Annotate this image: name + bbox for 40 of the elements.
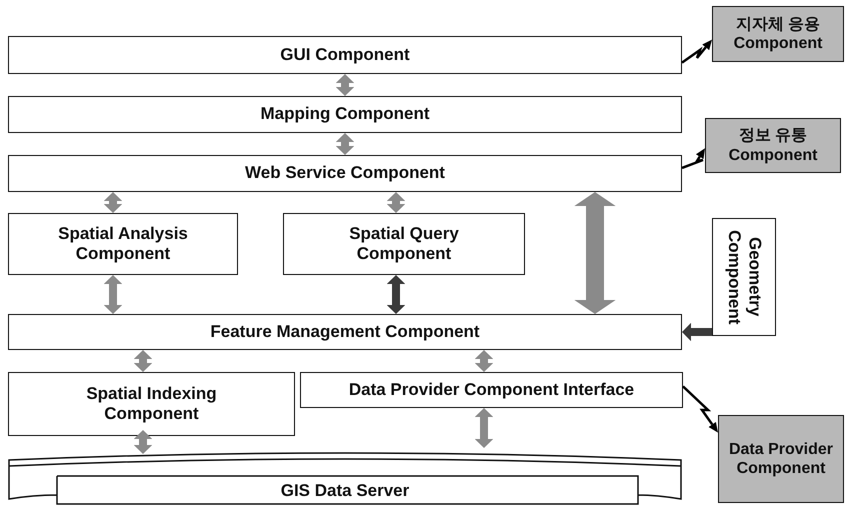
component-label: Web Service Component [245,163,445,184]
double-arrow [134,430,152,454]
external-component-box [712,6,844,62]
double-arrow [134,350,152,372]
component-label: Spatial Indexing Component [85,384,218,424]
component-box [8,36,682,74]
double-arrow [574,192,616,314]
component-label: 지자체 응용 Component [732,14,824,54]
component-label: Spatial Analysis Component [57,224,189,264]
component-label: Feature Management Component [210,322,480,342]
component-box [8,314,682,350]
component-box [8,213,238,275]
component-box [712,218,776,336]
component-box [8,155,682,192]
lightning-arrow [681,40,712,64]
component-box [283,213,525,275]
external-component-box [705,118,841,173]
component-label: Geometry Component [724,228,764,326]
double-arrow [474,408,494,448]
double-arrow [336,133,354,155]
component-box [8,372,295,436]
arrow [682,322,712,342]
lightning-arrow [682,148,705,170]
component-box [8,96,682,133]
double-arrow [104,192,122,213]
component-label: GUI Component [280,44,410,66]
double-arrow [104,275,122,314]
lightning-arrow [682,385,718,433]
component-label: Mapping Component [260,104,430,125]
double-arrow [474,350,494,372]
double-arrow [336,74,354,96]
double-arrow [386,192,406,213]
double-arrow [386,275,406,314]
component-box [300,372,683,408]
component-label: 정보 유통 Component [728,126,818,165]
external-component-box [718,415,844,503]
component-label: Spatial Query Component [348,224,460,264]
component-label: Data Provider Component [728,440,834,478]
component-label: Data Provider Component Interface [348,380,634,400]
component-label: GIS Data Server [280,480,410,501]
